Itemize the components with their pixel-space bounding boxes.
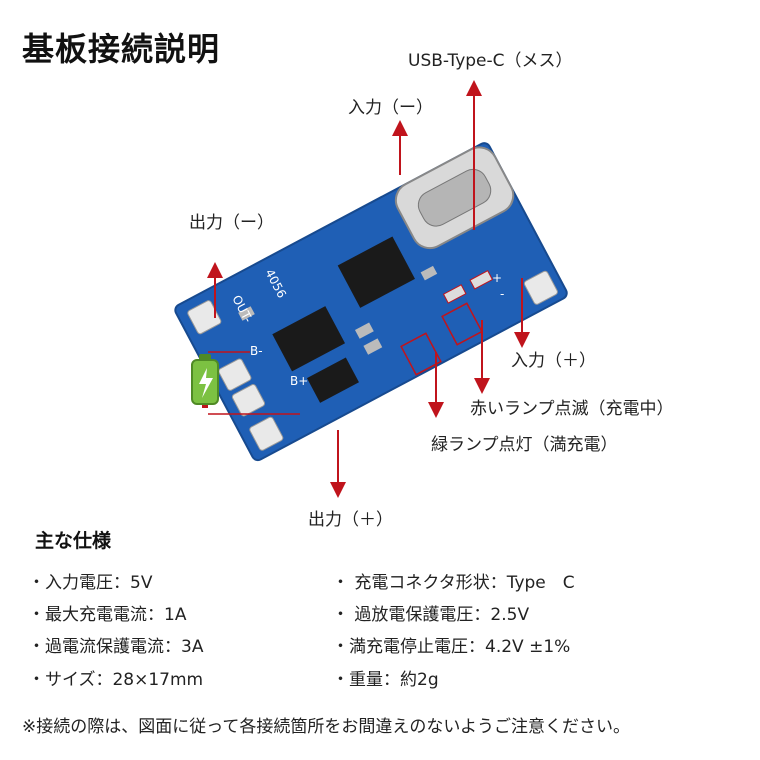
- label-green-lamp: 緑ランプ点灯（満充電）: [431, 435, 618, 455]
- red-led-box: [441, 302, 483, 346]
- battery-icon: [191, 351, 300, 415]
- label-input-plus: 入力（＋）: [511, 351, 596, 371]
- label-usb-type-c: USB-Type-C（メス）: [408, 51, 573, 71]
- silk-in-plus: +: [492, 271, 502, 285]
- connection-note: ※接続の際は、図面に従って各接続箇所をお間違えのないようご注意ください。: [22, 717, 631, 737]
- page-title: 基板接続説明: [22, 30, 221, 68]
- label-output-plus: 出力（＋）: [308, 510, 393, 530]
- specs-heading: 主な仕様: [35, 530, 112, 552]
- spec-left-item: ・最大充電電流：1A: [28, 605, 187, 625]
- silk-b-minus: B-: [250, 344, 263, 358]
- board-diagram: 4056 OUT- B- B+ OUT+ + -: [174, 80, 568, 498]
- pcb-board: [174, 142, 568, 462]
- label-output-minus: 出力（ー）: [189, 213, 274, 233]
- spec-right-item: ・重量：約2g: [332, 670, 439, 690]
- spec-left-item: ・サイズ：28×17mm: [28, 670, 204, 690]
- spec-right-item: ・満充電停止電圧：4.2V ±1%: [332, 637, 571, 657]
- spec-left-item: ・過電流保護電流：3A: [28, 637, 204, 657]
- silk-b-plus: B+: [290, 374, 308, 388]
- silk-out-plus: OUT+: [365, 400, 394, 438]
- label-input-minus: 入力（ー）: [348, 98, 433, 118]
- silk-in-minus: -: [500, 287, 504, 301]
- spec-right-item: ・ 充電コネクタ形状：Type C: [332, 573, 575, 593]
- label-red-lamp: 赤いランプ点滅（充電中）: [470, 399, 674, 419]
- spec-right-item: ・ 過放電保護電圧：2.5V: [332, 605, 530, 625]
- green-led-box: [400, 332, 442, 376]
- spec-left-item: ・入力電圧：5V: [28, 573, 153, 593]
